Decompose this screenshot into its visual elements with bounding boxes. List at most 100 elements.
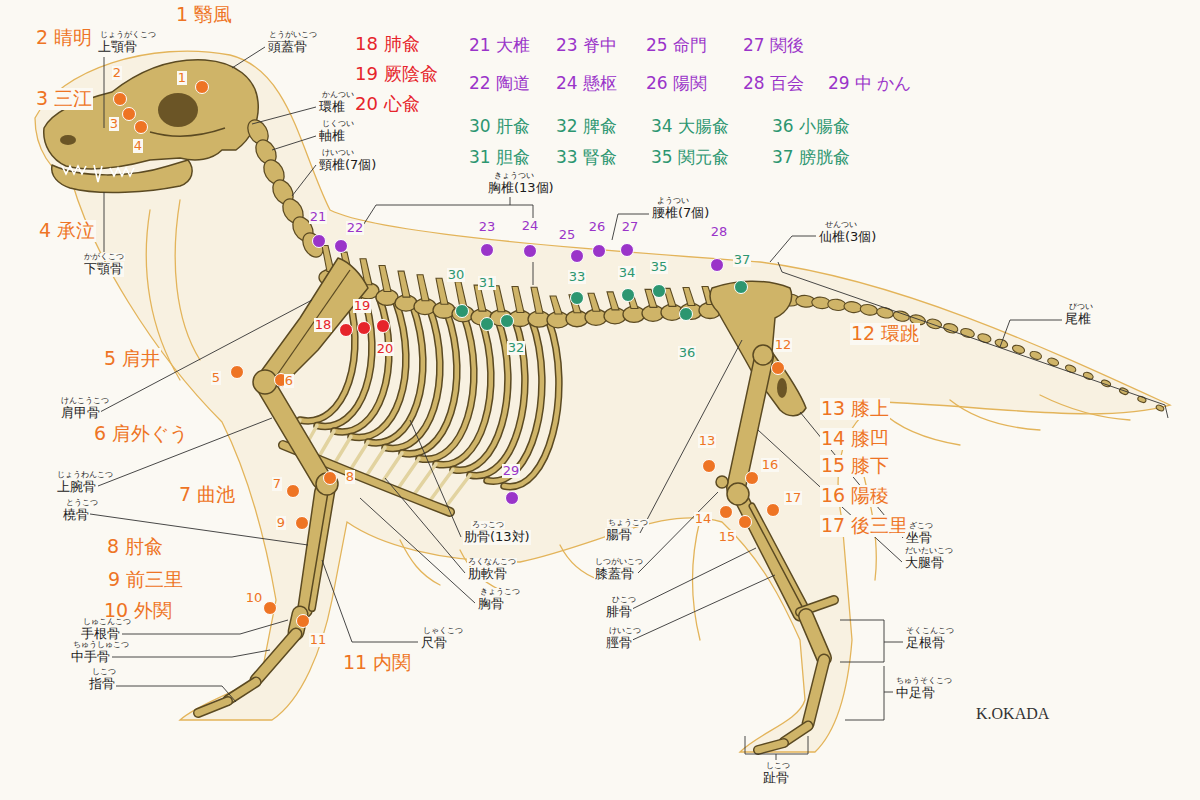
acupoint-dot — [739, 516, 752, 529]
scapula — [262, 258, 368, 386]
point-name: 2 睛明 — [35, 27, 93, 49]
acupoint-dot — [571, 292, 584, 305]
rib — [470, 320, 525, 475]
caudal-vertebra — [843, 300, 862, 313]
bone-name: 趾骨 — [762, 771, 790, 786]
teeth — [62, 165, 134, 182]
joint — [253, 370, 277, 394]
callout-number: 30 — [447, 268, 466, 283]
bone-name: 肋軟骨 — [467, 567, 508, 582]
rib-outline — [504, 322, 559, 487]
point-name: 17 後三里 — [820, 515, 909, 537]
bone-name: 中足骨 — [895, 686, 936, 701]
callout-number: 31 — [478, 276, 497, 291]
acupoint-dot — [231, 366, 244, 379]
leader-line — [272, 136, 316, 150]
rib — [368, 306, 423, 442]
bone-name: 足根骨 — [905, 636, 946, 651]
leader-line — [638, 492, 718, 573]
acupoint-dot — [481, 318, 494, 331]
point-name: 35 関元兪 — [650, 148, 730, 168]
callout-number: 17 — [784, 491, 803, 506]
bone-name: 尾椎 — [1064, 312, 1092, 327]
leader-line — [385, 478, 465, 573]
mandible — [52, 160, 192, 192]
point-name: 27 関後 — [742, 36, 805, 56]
bone-outline — [752, 506, 806, 608]
bone — [256, 634, 296, 680]
bone-name: 坐骨 — [905, 531, 933, 546]
fur-outline — [35, 51, 1170, 752]
point-name: 32 脾兪 — [555, 117, 618, 137]
callout-number: 22 — [346, 221, 365, 236]
spinous-process — [512, 287, 524, 313]
furigana: けいつい — [321, 149, 355, 157]
bracket — [778, 262, 1168, 418]
callout-number: 14 — [694, 512, 713, 527]
bone-name: 肋骨(13対) — [463, 530, 531, 545]
callout-number: 11 — [309, 633, 328, 648]
leader-line — [628, 575, 775, 642]
callout-number: 29 — [502, 464, 521, 479]
bone-name: 軸椎 — [318, 129, 346, 144]
bone-name: 手根骨 — [80, 627, 121, 642]
point-name: 3 三江 — [35, 88, 93, 110]
callout-number: 16 — [761, 458, 780, 473]
furigana: じくつい — [321, 120, 355, 128]
acupoint-dot — [680, 308, 693, 321]
leader-line — [1000, 320, 1062, 347]
spinous-process — [588, 293, 600, 311]
bone — [808, 660, 824, 724]
furigana: そくこんこつ — [905, 627, 955, 635]
callout-number: 18 — [314, 318, 333, 333]
leader-line — [104, 57, 105, 128]
leader-line — [884, 692, 893, 693]
bone-name: 腸骨 — [605, 528, 633, 543]
furigana: けいこつ — [608, 627, 642, 635]
bone-name: 上腕骨 — [56, 480, 97, 495]
point-name: 34 大腸兪 — [650, 117, 730, 137]
scapular-spine — [275, 270, 350, 378]
caudal-vertebra — [1047, 357, 1060, 367]
leader-line — [640, 340, 742, 533]
furigana: ひこつ — [611, 596, 637, 604]
bone-outline — [742, 500, 800, 614]
point-name: 33 腎兪 — [555, 148, 618, 168]
bone-outline — [758, 743, 784, 750]
watermark: K.OKADA — [975, 705, 1050, 723]
caudal-vertebra — [1155, 404, 1164, 412]
furigana: しこつ — [765, 762, 791, 770]
leader-line — [770, 236, 816, 262]
rib — [453, 320, 508, 471]
point-name: 4 承泣 — [38, 220, 96, 242]
acupoint-dot — [481, 244, 494, 257]
point-name: 16 陽稜 — [820, 485, 890, 507]
acupoint-dot — [340, 324, 353, 337]
point-name: 20 心兪 — [354, 94, 421, 115]
fur-body — [35, 51, 1170, 752]
point-name: 29 中 かん — [827, 74, 912, 94]
callout-number: 19 — [353, 299, 372, 314]
leader-line — [122, 620, 288, 634]
acupoint-dot — [287, 485, 300, 498]
callout-number: 25 — [558, 228, 577, 243]
joint — [727, 483, 749, 505]
leader-line — [112, 686, 236, 702]
furigana: じょうわんこつ — [56, 471, 114, 479]
callout-number: 23 — [478, 220, 497, 235]
spinous-process — [550, 296, 562, 314]
callout-number: 35 — [650, 260, 669, 275]
bone-name: 腰椎(7個) — [651, 206, 710, 221]
furigana: しつがいこつ — [594, 558, 644, 566]
callout-number: 20 — [376, 342, 395, 357]
bone — [742, 500, 800, 614]
callout-number: 27 — [621, 220, 640, 235]
leader-line — [322, 560, 418, 642]
point-name: 37 膀胱兪 — [771, 148, 851, 168]
callout-number: 7 — [272, 477, 282, 492]
point-name: 14 膝凹 — [820, 428, 890, 450]
callout-number: 10 — [245, 591, 264, 606]
bone-outline — [312, 488, 332, 608]
point-name: 21 大椎 — [468, 36, 531, 56]
zygomatic-arch — [150, 128, 225, 136]
